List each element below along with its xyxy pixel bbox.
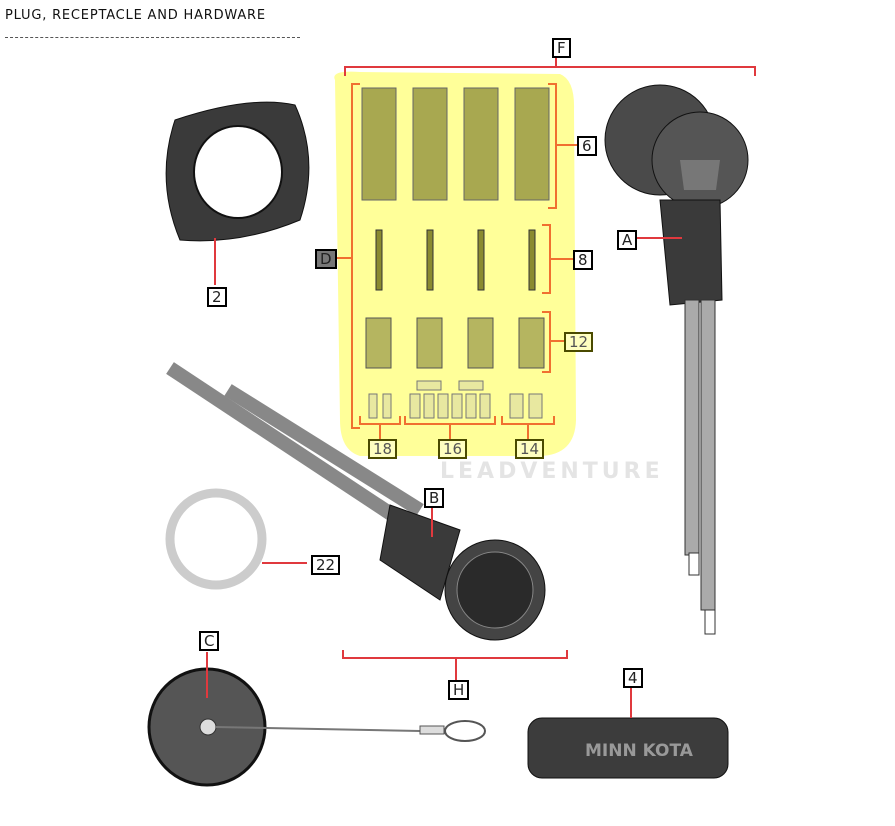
callout-12: 12: [564, 332, 594, 352]
callout-H: H: [448, 680, 470, 700]
clips: [365, 317, 545, 369]
bracket-F: [344, 58, 756, 76]
callout-6: 6: [577, 136, 597, 156]
callout-22: 22: [311, 555, 341, 575]
decal-strips: [361, 87, 550, 201]
o-ring: [165, 488, 267, 590]
callout-2: 2: [207, 287, 227, 307]
brackets: [333, 83, 578, 440]
callout-C: C: [199, 631, 220, 651]
callout-18: 18: [368, 439, 398, 459]
terminals: [368, 380, 543, 419]
callout-B: B: [424, 488, 445, 508]
page-title: PLUG, RECEPTACLE AND HARDWARE: [5, 8, 266, 23]
callout-D: D: [315, 249, 337, 269]
callout-16: 16: [438, 439, 468, 459]
minn-kota-decal: [527, 717, 729, 779]
screws: [375, 229, 536, 291]
callout-A: A: [617, 230, 638, 250]
callout-4: 4: [623, 668, 643, 688]
callout-8: 8: [573, 250, 593, 270]
callout-14: 14: [515, 439, 545, 459]
watermark: LEADVENTURE: [440, 459, 664, 484]
logo-text: MINN KOTA: [585, 741, 694, 761]
callout-F: F: [552, 38, 571, 58]
divider: [5, 37, 300, 38]
